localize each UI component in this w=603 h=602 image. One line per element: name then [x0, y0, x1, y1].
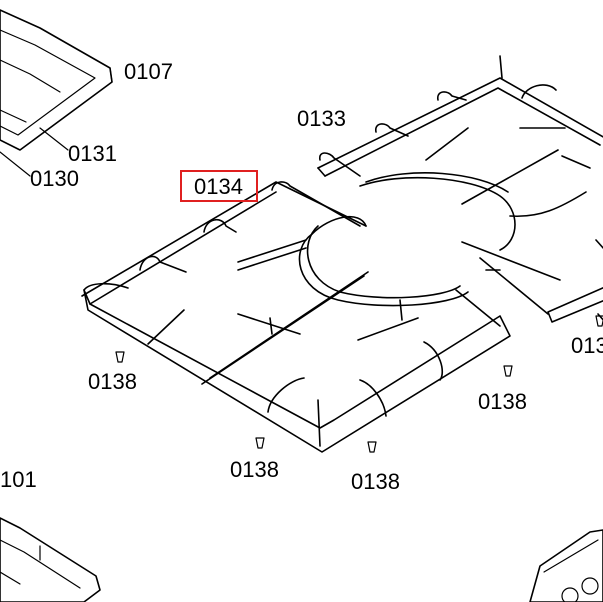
label-0138-bottom-center: 0138	[351, 469, 400, 494]
leader-0130	[0, 151, 31, 177]
label-013-right: 013	[571, 333, 603, 358]
part-bottom-right	[529, 529, 603, 602]
highlight-box-0134	[180, 170, 258, 202]
label-0134: 0134	[194, 174, 243, 199]
label-0131: 0131	[68, 141, 117, 166]
grate-0134	[81, 181, 511, 453]
tray-0107	[0, 9, 113, 151]
label-101: 101	[0, 467, 37, 492]
feet-0138	[115, 315, 603, 453]
label-0133: 0133	[297, 106, 346, 131]
label-0138-left: 0138	[88, 369, 137, 394]
label-0138-bottom-left: 0138	[230, 457, 279, 482]
label-0130: 0130	[30, 166, 79, 191]
part-101	[0, 517, 101, 602]
label-0107: 0107	[124, 59, 173, 84]
label-0138-right: 0138	[478, 389, 527, 414]
leader-0131	[39, 127, 69, 151]
grate-0133	[317, 55, 603, 323]
